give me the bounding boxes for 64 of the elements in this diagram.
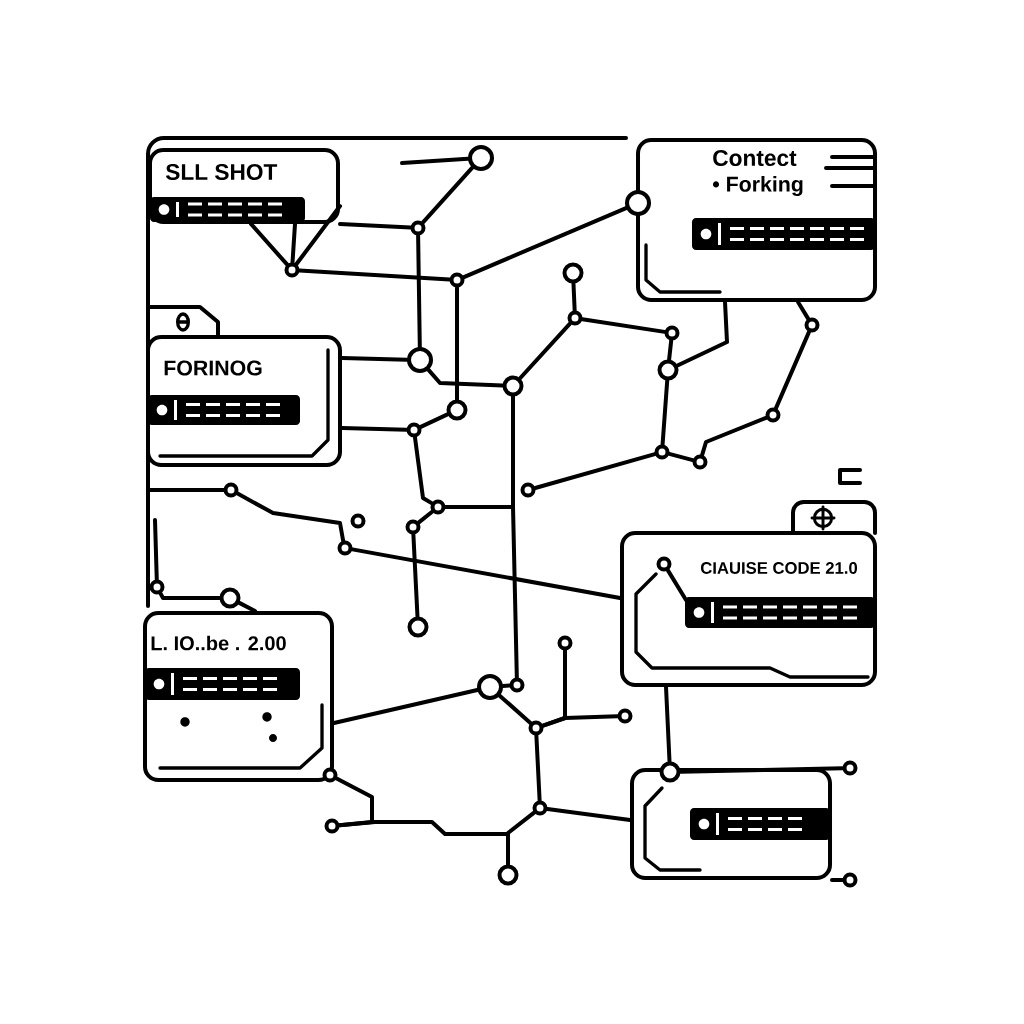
card-title: FORINOG xyxy=(164,360,262,376)
connector xyxy=(518,321,572,381)
connector xyxy=(400,156,471,165)
connector xyxy=(350,547,622,600)
junction-circle xyxy=(659,761,681,783)
connector xyxy=(774,329,812,411)
connector xyxy=(660,378,670,447)
connector xyxy=(418,412,450,429)
connector xyxy=(237,600,257,613)
junction-circle xyxy=(477,674,503,700)
connector xyxy=(290,222,297,265)
connector xyxy=(158,591,222,600)
connector xyxy=(664,685,672,764)
connector xyxy=(830,878,845,882)
connector xyxy=(461,206,629,280)
card-title: Contect xyxy=(713,149,797,167)
connector xyxy=(497,693,533,725)
connector xyxy=(580,317,667,334)
connector xyxy=(667,338,674,362)
connector xyxy=(416,509,435,525)
card-title: SLL SHOT xyxy=(165,163,278,181)
connector xyxy=(426,367,505,388)
junction-circle xyxy=(468,145,494,171)
connector xyxy=(675,300,729,368)
connector xyxy=(545,807,632,822)
connector xyxy=(455,285,459,402)
junction-circle xyxy=(497,864,519,886)
connector xyxy=(665,568,688,602)
connector xyxy=(249,222,289,267)
connector xyxy=(153,518,159,582)
junction-circle xyxy=(219,587,241,609)
connector xyxy=(541,714,620,728)
junction-circle xyxy=(502,375,524,397)
junction-circle xyxy=(446,399,468,421)
connector xyxy=(534,733,542,803)
connector xyxy=(796,300,811,321)
card-title: CIAUISE CODE 21.0 xyxy=(700,562,858,574)
connector xyxy=(700,415,769,457)
connector xyxy=(500,683,512,689)
junction-circle xyxy=(625,190,651,216)
junction-circle xyxy=(657,359,679,381)
junction-circle xyxy=(562,262,584,284)
connector xyxy=(533,452,657,490)
connector xyxy=(338,222,413,230)
junction-circle xyxy=(407,616,429,638)
connector xyxy=(334,776,374,828)
card-title: L. IO..be . 2.00 xyxy=(151,635,286,651)
connector xyxy=(416,233,422,349)
connector xyxy=(443,505,519,680)
connector xyxy=(332,687,480,725)
connector xyxy=(421,165,475,225)
connector xyxy=(340,356,409,362)
connector xyxy=(340,426,409,432)
connector xyxy=(571,281,577,313)
junction-circle xyxy=(407,347,433,373)
connector xyxy=(678,766,845,774)
connector xyxy=(411,532,420,619)
bullet-item: • Forking xyxy=(712,176,803,196)
connector xyxy=(297,268,452,282)
connector xyxy=(667,451,695,463)
connector xyxy=(413,435,434,506)
connector xyxy=(294,204,342,266)
connector xyxy=(148,488,226,492)
connector xyxy=(235,491,346,543)
